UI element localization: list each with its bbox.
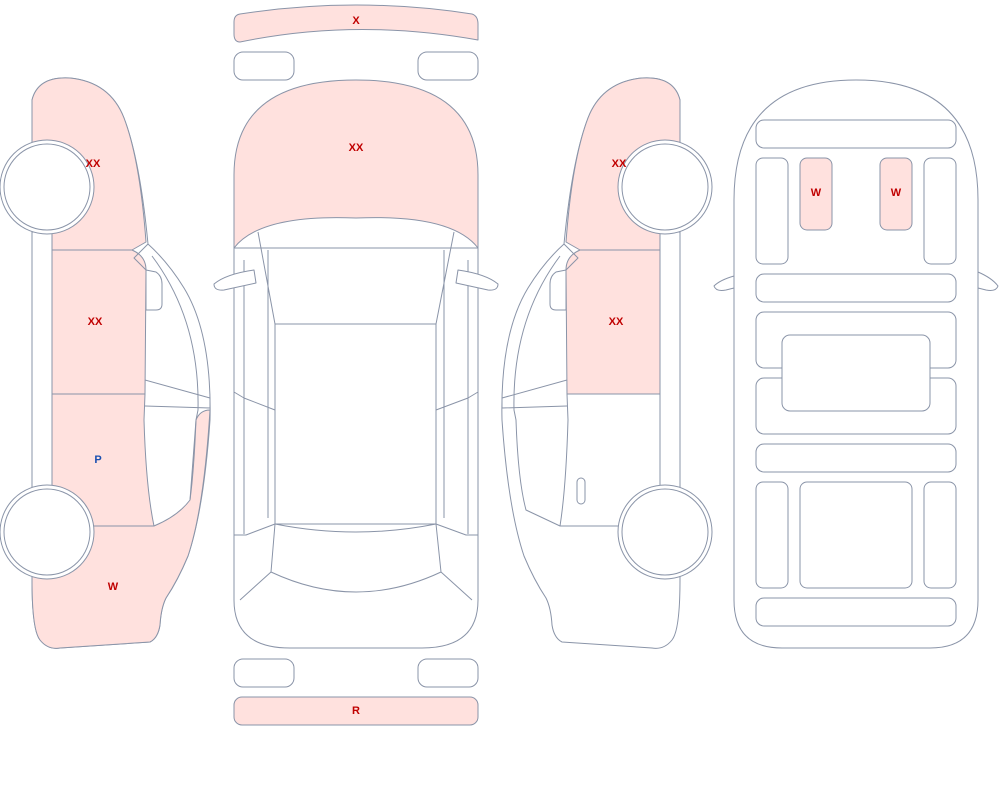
code-left-rear-quarter: W [108,581,119,593]
area-right-taillight[interactable] [417,658,479,688]
interior-view: W W [713,79,999,649]
roof-panel [274,323,437,525]
left-rear-wheel[interactable] [0,484,95,580]
area-dashboard[interactable] [755,119,957,149]
left-front-wheel[interactable] [0,139,95,235]
code-left-front-door: XX [88,316,103,328]
area-trunk-interior[interactable] [755,597,957,627]
area-rear-right-door-panel[interactable] [923,481,957,589]
area-front-carpet[interactable] [755,273,957,303]
area-left-mirror-side[interactable] [145,269,163,311]
right-rear-wheel[interactable] [617,484,713,580]
area-interior-seat-left[interactable] [799,157,833,231]
interior-right-mirror [977,271,999,291]
code-interior-seat-left: W [811,187,822,199]
right-front-wheel[interactable] [617,139,713,235]
area-front-right-door-panel[interactable] [923,157,957,265]
code-interior-seat-right: W [891,187,902,199]
area-rear-left-door-panel[interactable] [755,481,789,589]
left-side-view: XX XX P W [0,77,211,649]
top-left-door-lines [233,250,276,536]
right-fuel-cap[interactable] [576,477,586,505]
code-rear-bumper: R [352,705,360,717]
code-right-front-fender: XX [612,158,627,170]
code-front-bumper: X [352,15,360,27]
interior-left-mirror [713,275,735,291]
area-right-front-door[interactable] [565,249,661,395]
area-left-taillight[interactable] [233,658,295,688]
area-right-mirror-side[interactable] [549,269,567,311]
area-rear-carpet[interactable] [755,443,957,473]
right-side-pillar-lines [501,232,661,526]
area-left-rear-quarter[interactable] [31,409,211,649]
left-side-window-line [133,243,199,501]
right-rear-door-outline [559,393,660,527]
right-side-view: XX XX [501,77,713,649]
area-front-bumper[interactable] [233,4,479,43]
left-front-wheel-rim [3,143,91,231]
car-body-top-outline [233,247,479,649]
code-hood: XX [349,142,364,154]
right-rear-wheel-rim [621,488,709,576]
code-right-front-door: XX [609,316,624,328]
area-hood[interactable] [233,79,479,249]
code-left-front-fender: XX [86,158,101,170]
area-headliner[interactable] [781,334,931,412]
right-side-window-line [513,243,579,527]
area-left-mirror-top[interactable] [213,269,257,291]
rear-window-line [270,523,442,593]
top-right-door-lines [435,250,479,536]
left-rear-wheel-rim [3,488,91,576]
left-side-pillar-lines [51,232,211,526]
code-left-rear-door: P [94,454,101,466]
area-left-front-door[interactable] [51,249,147,395]
area-right-headlight[interactable] [417,51,479,81]
right-front-wheel-rim [621,143,709,231]
area-interior-seat-right[interactable] [879,157,913,231]
area-rear-seat[interactable] [799,481,913,589]
area-right-mirror-top[interactable] [455,269,499,291]
area-left-headlight[interactable] [233,51,295,81]
area-rear-bumper[interactable] [233,696,479,726]
top-view: X XX R [213,4,499,726]
top-trunk-lines [239,571,473,601]
area-front-left-door-panel[interactable] [755,157,789,265]
